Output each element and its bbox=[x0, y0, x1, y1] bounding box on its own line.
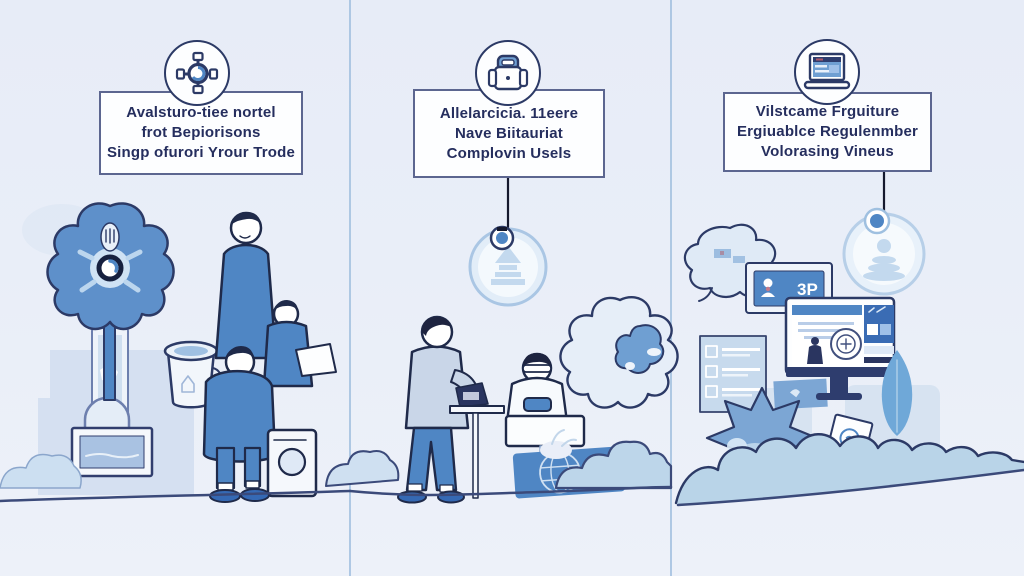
bush-band-outline bbox=[674, 433, 1024, 505]
held-paper bbox=[295, 343, 337, 377]
step-card-1: Avalsturo-tiee nortel frot Bepiorisons S… bbox=[99, 91, 303, 175]
step1-icon-badge bbox=[164, 40, 230, 106]
ground-line-2 bbox=[348, 485, 673, 497]
document-panel bbox=[699, 335, 767, 413]
page-figure bbox=[811, 337, 819, 345]
hanging-bauble-3 bbox=[842, 167, 926, 296]
bush-right-2 bbox=[554, 440, 673, 490]
seated-person bbox=[504, 352, 586, 481]
step-card-2: Allelarcicia. 11eere Nave Biitauriat Com… bbox=[413, 89, 605, 178]
standing-desk bbox=[449, 382, 505, 499]
handheld-device bbox=[523, 397, 552, 412]
people-group bbox=[202, 211, 337, 503]
step2-title-line1: Allelarcicia. 11eere bbox=[439, 104, 579, 122]
step2-icon-badge bbox=[475, 40, 541, 106]
ground-line-3 bbox=[676, 468, 1024, 507]
step2-title-line2: Nave Biitauriat bbox=[454, 124, 564, 142]
panel3-scene: 3P bbox=[674, 167, 1024, 507]
panel2-scene bbox=[325, 175, 679, 504]
step3-title-line2: Ergiuablce Regulenmber bbox=[736, 123, 919, 140]
gear-target-icon bbox=[175, 51, 219, 95]
step3-title-line1: Vilstcame Frguiture bbox=[755, 103, 900, 120]
step-card-3: Vilstcame Frguiture Ergiuablce Regulenmb… bbox=[723, 92, 932, 172]
browser-monitor bbox=[784, 296, 896, 400]
laptop-icon bbox=[803, 52, 851, 90]
panel1-scene bbox=[0, 202, 352, 503]
step3-title-line3: Volorasing Vineus bbox=[761, 143, 894, 160]
badge-text: 3P bbox=[797, 280, 818, 299]
hanging-bauble-2 bbox=[468, 175, 548, 307]
bush-band-3 bbox=[676, 434, 1024, 505]
step1-title-line2: frot Bepiorisons bbox=[141, 124, 261, 141]
step2-title-line3: Complovin Usels bbox=[446, 144, 572, 162]
banner-splash bbox=[540, 441, 572, 459]
flower-tree bbox=[46, 202, 175, 401]
leaf-tree bbox=[881, 350, 913, 436]
pot bbox=[163, 340, 223, 409]
bush-divider bbox=[325, 450, 400, 487]
step1-title-line1: Avalsturo-tiee nortel bbox=[126, 104, 276, 121]
ground-line-1 bbox=[0, 489, 352, 503]
step1-title-line3: Singp ofurori Yrour Trode bbox=[106, 144, 296, 161]
bush-left bbox=[0, 453, 82, 489]
step3-icon-badge bbox=[794, 39, 860, 105]
badge-figure-icon bbox=[763, 278, 773, 288]
puzzle-cloud bbox=[559, 295, 679, 409]
blue-tag bbox=[773, 378, 828, 410]
backpack-icon bbox=[487, 54, 529, 91]
